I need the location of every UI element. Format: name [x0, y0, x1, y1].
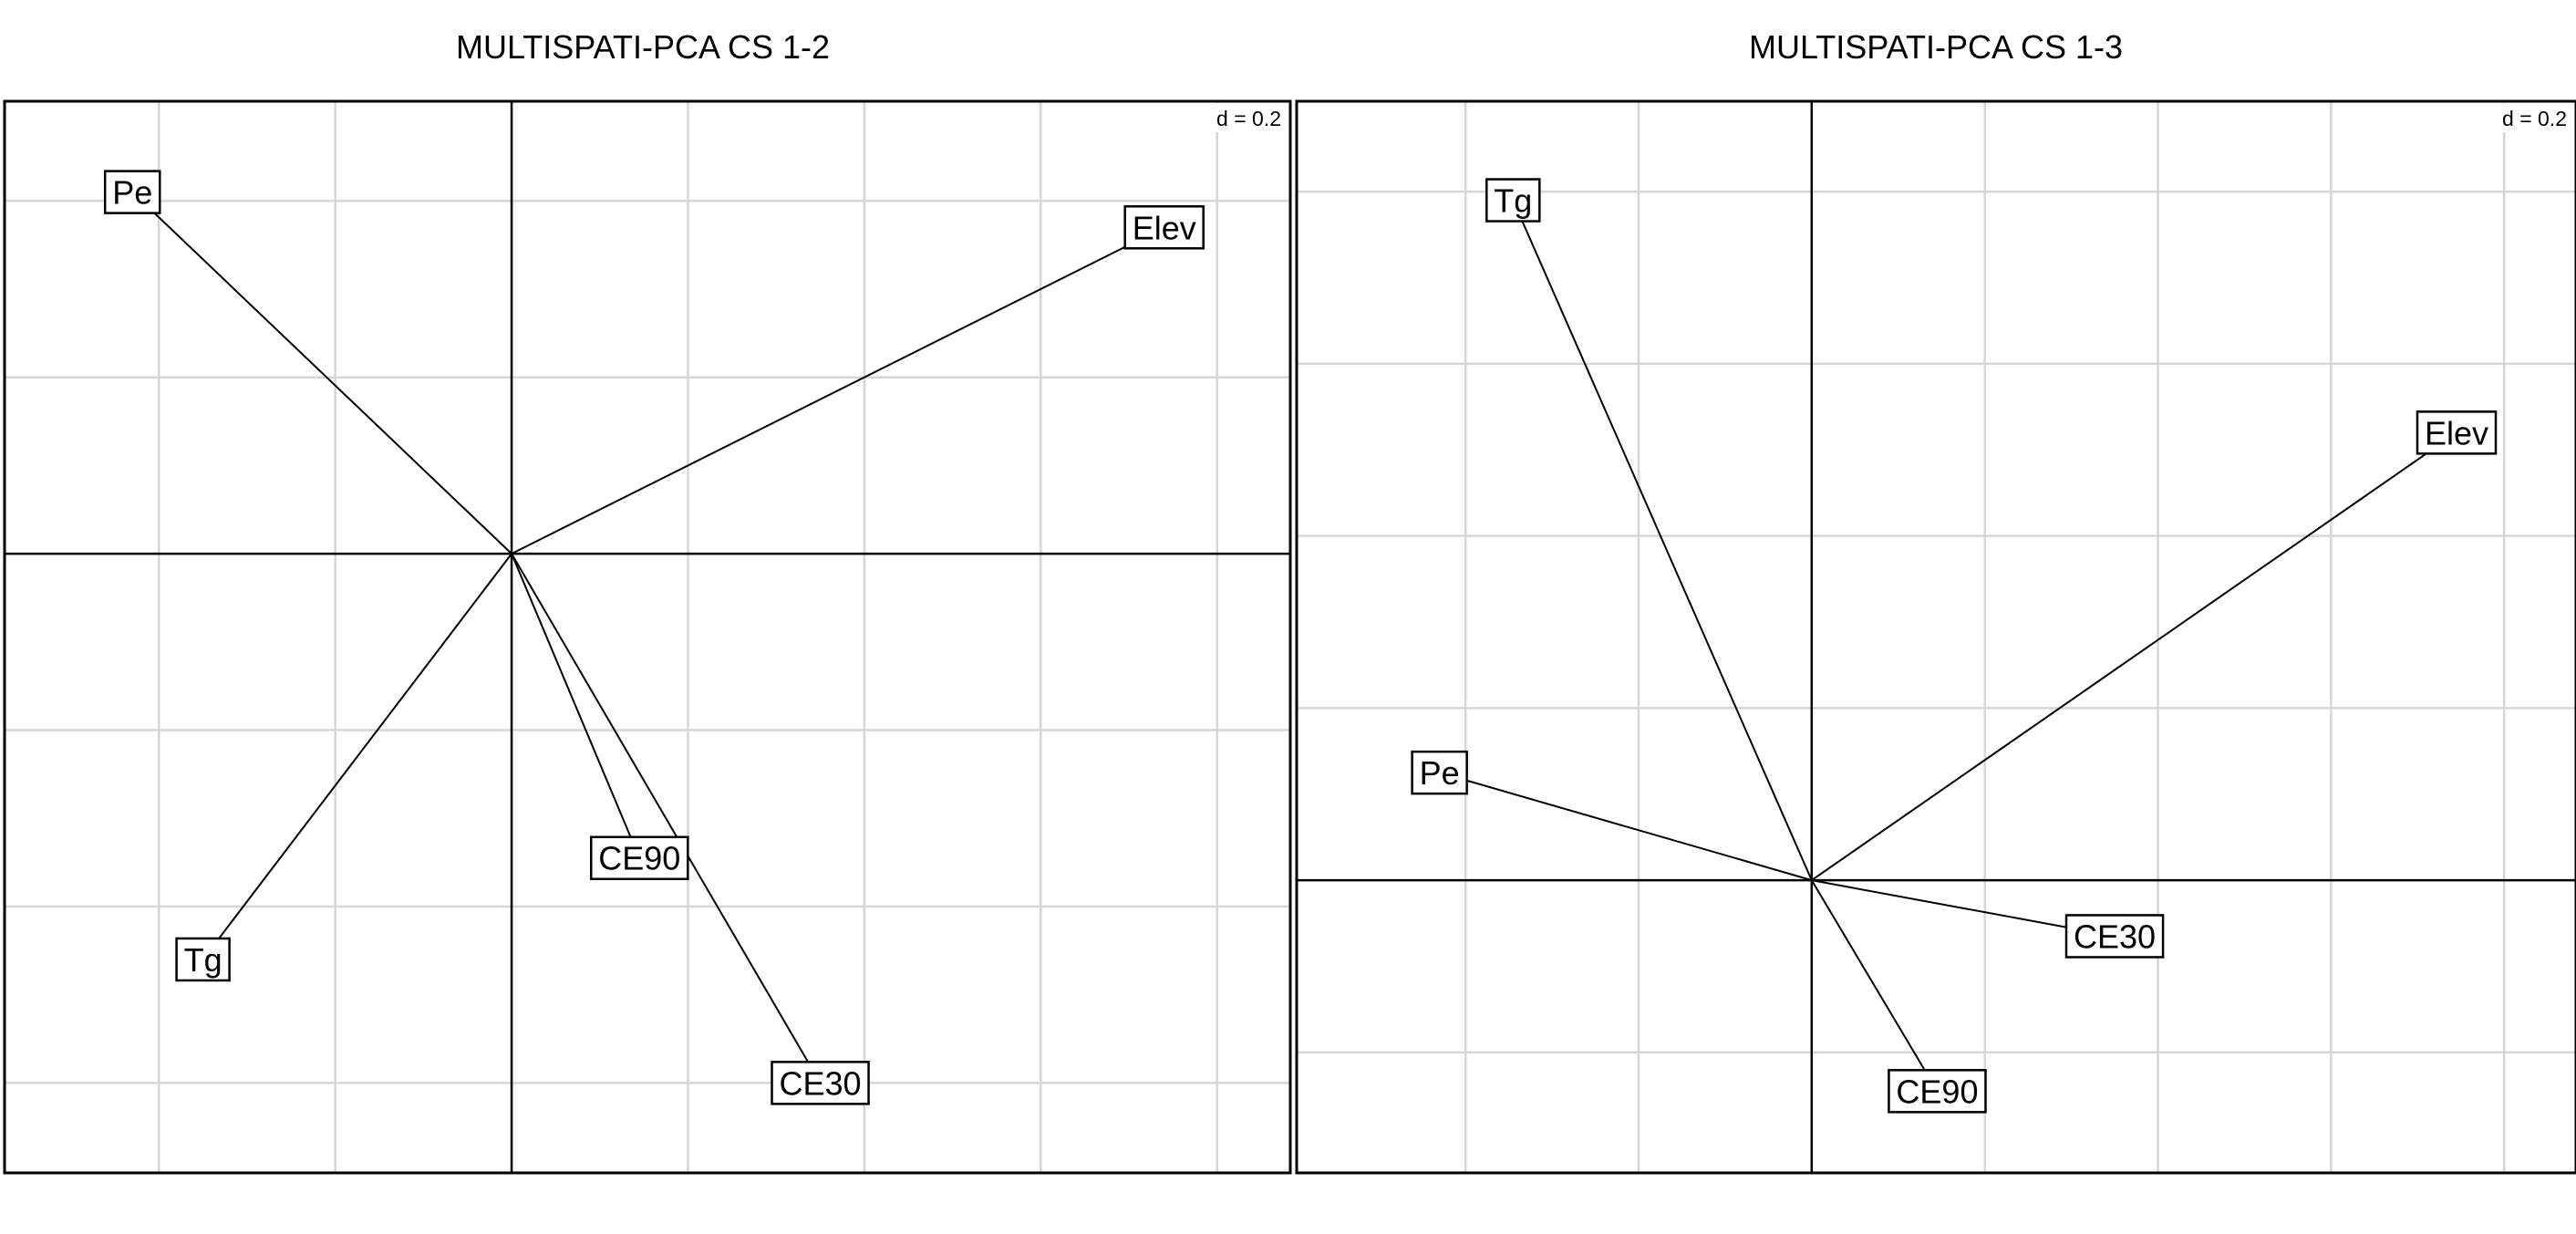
- loading-arrow-elev: [1811, 432, 2457, 881]
- label-text: CE30: [2074, 918, 2156, 955]
- label-box: [590, 835, 689, 881]
- panel-frame: [1295, 99, 2576, 1175]
- label-box: [2064, 914, 2165, 959]
- label-text: Elev: [1133, 209, 1196, 246]
- chart-panel-1-3: MULTISPATI-PCA CS 1-3 d = 0.2TgElevPeCE30…: [1295, 28, 2576, 1175]
- label-box: [1411, 750, 1468, 795]
- label-text: CE90: [598, 840, 680, 877]
- loading-arrow-tg: [203, 553, 512, 959]
- loading-arrow-ce30: [1811, 879, 2115, 936]
- grid: [5, 101, 1290, 1173]
- scale-label-background: [1197, 103, 1288, 132]
- loading-arrow-ce90: [1810, 879, 1938, 1091]
- label-text: CE90: [1896, 1073, 1978, 1110]
- label-text: Tg: [184, 941, 222, 979]
- variable-label-tg: Tg: [1485, 178, 1541, 223]
- label-box: [1123, 205, 1205, 250]
- label-box: [2416, 410, 2498, 455]
- label-text: Pe: [112, 174, 152, 212]
- grid: [1297, 101, 2576, 1173]
- scale-label-background: [2483, 103, 2574, 132]
- variable-label-tg: Tg: [175, 937, 231, 982]
- loading-arrow-elev: [511, 226, 1164, 555]
- loading-arrow-pe: [132, 192, 512, 555]
- scale-label: d = 0.2: [1216, 107, 1281, 130]
- label-box: [771, 1061, 870, 1105]
- variable-label-elev: Elev: [2416, 410, 2498, 455]
- variable-label-ce30: CE30: [2064, 914, 2165, 959]
- scale-label: d = 0.2: [2502, 107, 2567, 130]
- label-box: [1485, 178, 1541, 223]
- label-text: CE30: [780, 1064, 862, 1102]
- loading-arrow-pe: [1440, 773, 1813, 882]
- loading-arrow-ce90: [511, 553, 639, 858]
- variable-label-pe: Pe: [1411, 750, 1468, 795]
- variable-label-elev: Elev: [1123, 205, 1205, 250]
- variable-label-pe: Pe: [103, 170, 161, 214]
- label-box: [175, 937, 231, 982]
- label-box: [1888, 1069, 1987, 1114]
- variable-label-ce30: CE30: [771, 1061, 870, 1105]
- panel-frame: [3, 99, 1292, 1175]
- label-text: Tg: [1494, 181, 1532, 219]
- variable-label-ce90: CE90: [1888, 1069, 1987, 1114]
- loading-arrow-tg: [1513, 201, 1813, 881]
- loading-arrow-ce30: [511, 553, 820, 1083]
- label-box: [103, 170, 161, 214]
- label-text: Pe: [1420, 754, 1460, 792]
- label-text: Elev: [2425, 414, 2488, 451]
- variable-label-ce90: CE90: [590, 835, 689, 881]
- chart-title: MULTISPATI-PCA CS 1-2: [456, 28, 830, 66]
- chart-title: MULTISPATI-PCA CS 1-3: [1749, 28, 2123, 66]
